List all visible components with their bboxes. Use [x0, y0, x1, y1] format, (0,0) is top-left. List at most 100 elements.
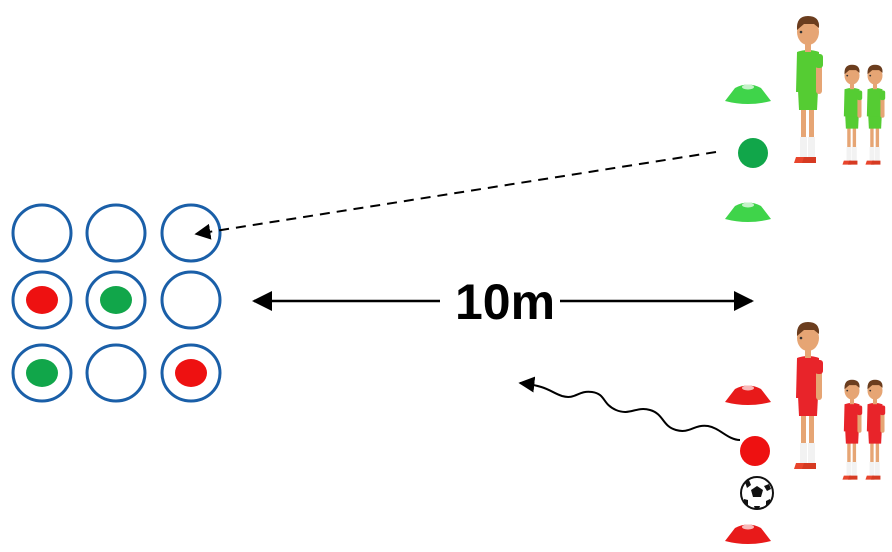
player-hair	[844, 64, 860, 75]
green-team-player	[865, 64, 886, 165]
player-boot	[802, 463, 816, 469]
target-ring-outline	[11, 203, 73, 263]
player-neck	[849, 398, 855, 405]
player-hair	[796, 322, 820, 336]
target-ring	[160, 270, 222, 330]
player-boot	[847, 475, 858, 480]
red-team-player	[865, 379, 886, 480]
player-shorts	[798, 90, 818, 110]
player-sock	[852, 147, 857, 161]
target-ring	[11, 343, 73, 403]
player-head	[867, 66, 883, 85]
cone-body	[725, 385, 771, 405]
red-marker-dot	[175, 359, 207, 387]
player-head	[797, 19, 819, 45]
player-eye	[799, 336, 803, 340]
red-ball-marker	[740, 436, 770, 466]
player-shorts	[845, 115, 859, 129]
player-leg	[801, 107, 806, 157]
target-ring	[85, 270, 147, 330]
player-sleeve	[856, 405, 863, 416]
player-head	[844, 381, 860, 400]
player-boot	[870, 475, 881, 480]
player-eye	[846, 74, 849, 77]
green-ball-marker	[738, 138, 768, 168]
football-patch	[751, 486, 763, 497]
player-leg	[852, 441, 857, 476]
cone-top	[742, 202, 754, 208]
target-ring	[85, 203, 147, 263]
target-ring-outline	[160, 270, 222, 330]
player-eye	[869, 389, 872, 392]
player-sock	[846, 462, 852, 476]
green-team-player-lead	[794, 16, 823, 163]
player-sock	[869, 462, 875, 476]
cones-and-balls	[725, 84, 774, 544]
movement-paths	[194, 151, 741, 441]
cone-top	[742, 524, 754, 530]
red-cone	[725, 385, 771, 405]
player-leg	[875, 441, 880, 476]
player-sleeve	[879, 90, 886, 101]
player-leg	[847, 441, 851, 476]
player-neck	[849, 83, 855, 90]
cone-top	[742, 385, 754, 391]
green-cone	[725, 84, 771, 104]
player-sleeve	[856, 90, 863, 101]
players	[794, 16, 886, 480]
player-boot	[870, 160, 881, 165]
player-eye	[799, 30, 803, 34]
player-hair	[844, 379, 860, 390]
player-shirt	[843, 402, 861, 432]
player-hair	[796, 16, 820, 30]
red-marker-dot	[26, 286, 58, 314]
red-team-player	[842, 379, 863, 480]
player-neck	[872, 398, 878, 405]
player-eye	[846, 389, 849, 392]
player-head	[867, 381, 883, 400]
player-sock	[808, 137, 815, 157]
player-leg	[847, 126, 851, 161]
pass-path-green	[194, 151, 717, 240]
player-leg	[875, 126, 880, 161]
football-patch	[766, 499, 770, 506]
player-leg	[809, 107, 814, 157]
target-ring	[160, 203, 222, 263]
player-shirt	[796, 50, 820, 92]
football-patch	[744, 499, 748, 505]
target-ring	[11, 203, 73, 263]
player-sock	[800, 137, 807, 157]
player-leg	[809, 413, 814, 463]
player-shorts	[868, 115, 882, 129]
player-sock	[852, 462, 857, 476]
player-hair	[867, 64, 883, 75]
green-marker-dot	[100, 286, 132, 314]
target-ring	[85, 343, 147, 403]
football-patch	[764, 484, 771, 491]
player-head	[844, 66, 860, 85]
green-marker-dot	[26, 359, 58, 387]
player-sleeve	[815, 360, 823, 374]
player-shorts	[845, 430, 859, 444]
distance-label: 10m	[454, 274, 556, 330]
player-neck	[872, 83, 878, 90]
player-leg	[870, 126, 874, 161]
player-sock	[875, 462, 880, 476]
player-sock	[869, 147, 875, 161]
player-sleeve	[815, 54, 823, 68]
player-sock	[800, 443, 807, 463]
target-ring	[11, 270, 73, 330]
cone-body	[725, 202, 771, 222]
player-neck	[805, 44, 811, 52]
player-leg	[852, 126, 857, 161]
player-shorts	[868, 430, 882, 444]
player-shirt	[866, 87, 884, 117]
player-leg	[801, 413, 806, 463]
red-team-player-lead	[794, 322, 823, 469]
player-leg	[870, 441, 874, 476]
player-eye	[869, 74, 872, 77]
green-cone	[725, 202, 771, 222]
player-sleeve	[879, 405, 886, 416]
